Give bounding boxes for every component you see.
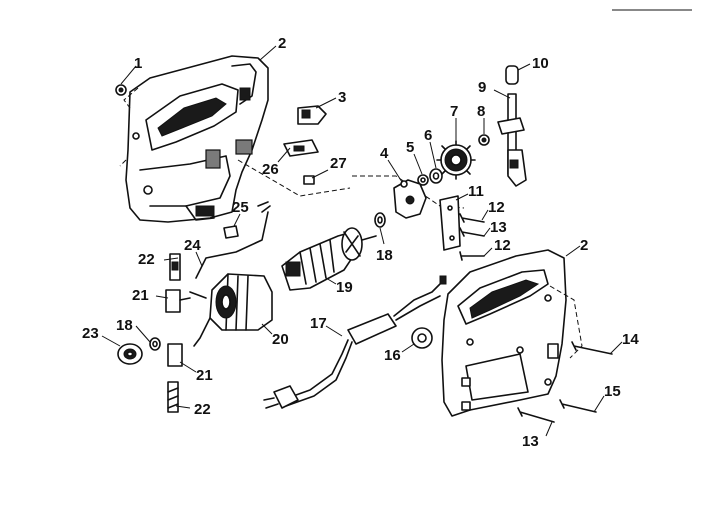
label-23: 23 — [82, 325, 99, 342]
label-3: 3 — [338, 89, 346, 106]
part-12-screw-b — [459, 251, 485, 261]
label-17: 17 — [310, 315, 327, 332]
part-16-washer — [411, 327, 433, 349]
label-8: 8 — [477, 103, 485, 120]
part-27-screw — [303, 175, 315, 185]
part-4-crank — [393, 179, 427, 219]
guide-right-housing — [549, 285, 583, 359]
label-15: 15 — [604, 383, 621, 400]
part-13-screw-a — [459, 227, 485, 237]
part-6-washer — [429, 168, 443, 184]
right-housing — [441, 249, 567, 417]
label-18b: 18 — [116, 317, 133, 334]
label-18a: 18 — [376, 247, 393, 264]
part-9-plunger — [497, 93, 527, 187]
label-2a: 2 — [278, 35, 286, 52]
part-22-brush-top — [169, 253, 181, 281]
part-26-plate — [283, 139, 319, 157]
part-20-field — [189, 273, 273, 347]
label-9: 9 — [478, 79, 486, 96]
part-22-brush-bottom — [167, 381, 179, 413]
label-27: 27 — [330, 155, 347, 172]
label-26: 26 — [262, 161, 279, 178]
part-17-cord — [281, 275, 447, 407]
label-13b: 13 — [522, 433, 539, 450]
label-6: 6 — [424, 127, 432, 144]
label-22a: 22 — [138, 251, 155, 268]
part-12-screw-a — [459, 213, 485, 223]
label-7: 7 — [450, 103, 458, 120]
part-21-holder-bottom — [167, 343, 183, 367]
part-10-pin — [505, 65, 519, 85]
label-5: 5 — [406, 139, 414, 156]
guide-left-top — [123, 87, 139, 109]
left-housing — [125, 55, 269, 223]
label-20: 20 — [272, 331, 289, 348]
label-4: 4 — [380, 145, 389, 162]
part-18-washer-lower — [149, 337, 161, 351]
part-23-bearing — [117, 343, 143, 365]
part-11-plate — [439, 195, 461, 251]
label-21a: 21 — [132, 287, 149, 304]
part-24-wire — [195, 211, 269, 279]
part-21-holder-top — [165, 289, 191, 313]
label-22b: 22 — [194, 401, 211, 418]
part-14-screw — [571, 341, 613, 355]
label-19: 19 — [336, 279, 353, 296]
part-8-bushing — [478, 134, 490, 146]
leader-lines — [101, 45, 623, 437]
part-7-gear — [436, 140, 476, 180]
guide-27-arm — [237, 159, 351, 197]
label-1: 1 — [134, 55, 142, 72]
label-13a: 13 — [490, 219, 507, 236]
part-5-washer — [417, 174, 429, 186]
label-12a: 12 — [488, 199, 505, 216]
part-1-screw — [115, 84, 127, 96]
label-12b: 12 — [494, 237, 511, 254]
label-11: 11 — [468, 183, 484, 200]
label-2b: 2 — [580, 237, 588, 254]
label-14: 14 — [622, 331, 639, 348]
label-10: 10 — [532, 55, 549, 72]
label-24: 24 — [184, 237, 201, 254]
guide-left-mid — [119, 159, 127, 167]
part-13-screw-b — [517, 407, 555, 423]
part-15-screw — [559, 399, 597, 413]
part-25-clip — [223, 201, 271, 239]
part-3-bracket — [297, 105, 327, 125]
label-21b: 21 — [196, 367, 213, 384]
part-19-armature — [281, 227, 377, 291]
plug — [263, 385, 299, 409]
label-16: 16 — [384, 347, 401, 364]
label-25: 25 — [232, 199, 249, 216]
part-18-washer-upper — [374, 212, 386, 228]
